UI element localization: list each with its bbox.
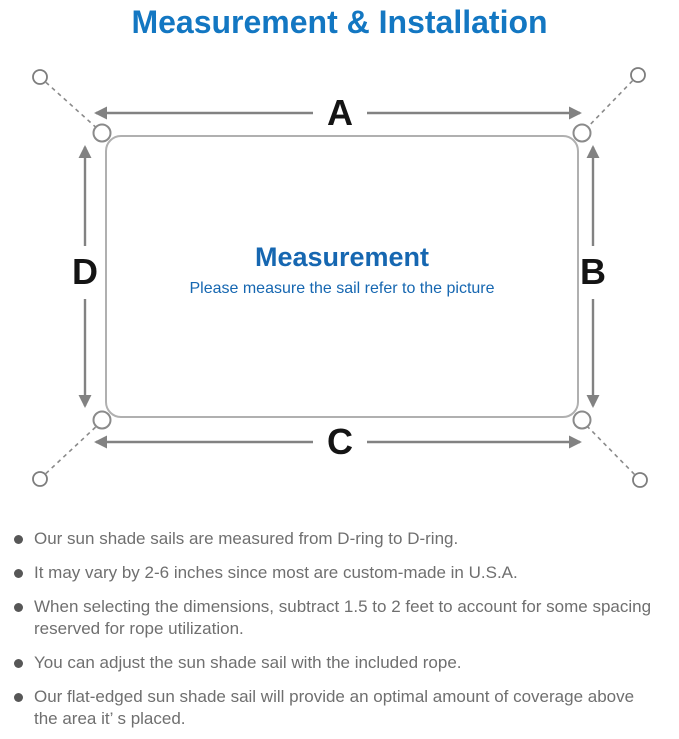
bullet-dot-icon [14,693,23,702]
d-ring-icon-top-left [92,123,112,143]
anchor-point-icon-top-right [630,67,646,83]
list-item: Our sun shade sails are measured from D-… [14,528,679,550]
d-ring-icon-bottom-right [572,410,592,430]
rope-dashed-line-bottom-left [39,422,101,480]
dimension-label-c: C [327,421,353,462]
measurement-subheading: Please measure the sail refer to the pic… [189,280,495,297]
list-item: Our flat-edged sun shade sail will provi… [14,686,679,730]
list-item: You can adjust the sun shade sail with t… [14,652,679,674]
bullet-dot-icon [14,569,23,578]
anchor-point-icon-top-left [32,69,48,85]
note-text: Our flat-edged sun shade sail will provi… [34,687,635,728]
anchor-point-icon-bottom-left [32,471,48,487]
d-ring-icon-top-right [572,123,592,143]
rope-dashed-line-top-left [39,76,101,132]
dimension-label-b: B [580,251,606,292]
rope-dashed-line-bottom-right [583,422,641,481]
sail-measurement-diagram: A B C D Measurement Please measure the s… [0,56,679,516]
list-item: When selecting the dimensions, subtract … [14,596,679,640]
note-text: You can adjust the sun shade sail with t… [34,653,462,672]
list-item: It may vary by 2-6 inches since most are… [14,562,679,584]
bullet-dot-icon [14,603,23,612]
anchor-point-icon-bottom-right [632,472,648,488]
sail-outline [105,135,579,418]
dimension-label-d: D [72,251,98,292]
rope-dashed-line-top-right [583,74,639,132]
measurement-note: Measurement Please measure the sail refe… [92,242,592,298]
notes-list: Our sun shade sails are measured from D-… [0,516,679,730]
measurement-heading: Measurement [254,242,430,272]
dimension-label-a: A [327,92,353,133]
bullet-dot-icon [14,535,23,544]
sail-diagram-canvas [32,67,648,488]
note-text: Our sun shade sails are measured from D-… [34,529,459,548]
d-ring-icon-bottom-left [92,410,112,430]
page-title: Measurement & Installation [131,4,548,40]
bullet-dot-icon [14,659,23,668]
note-text: When selecting the dimensions, subtract … [34,597,652,638]
note-text: It may vary by 2-6 inches since most are… [34,563,518,582]
